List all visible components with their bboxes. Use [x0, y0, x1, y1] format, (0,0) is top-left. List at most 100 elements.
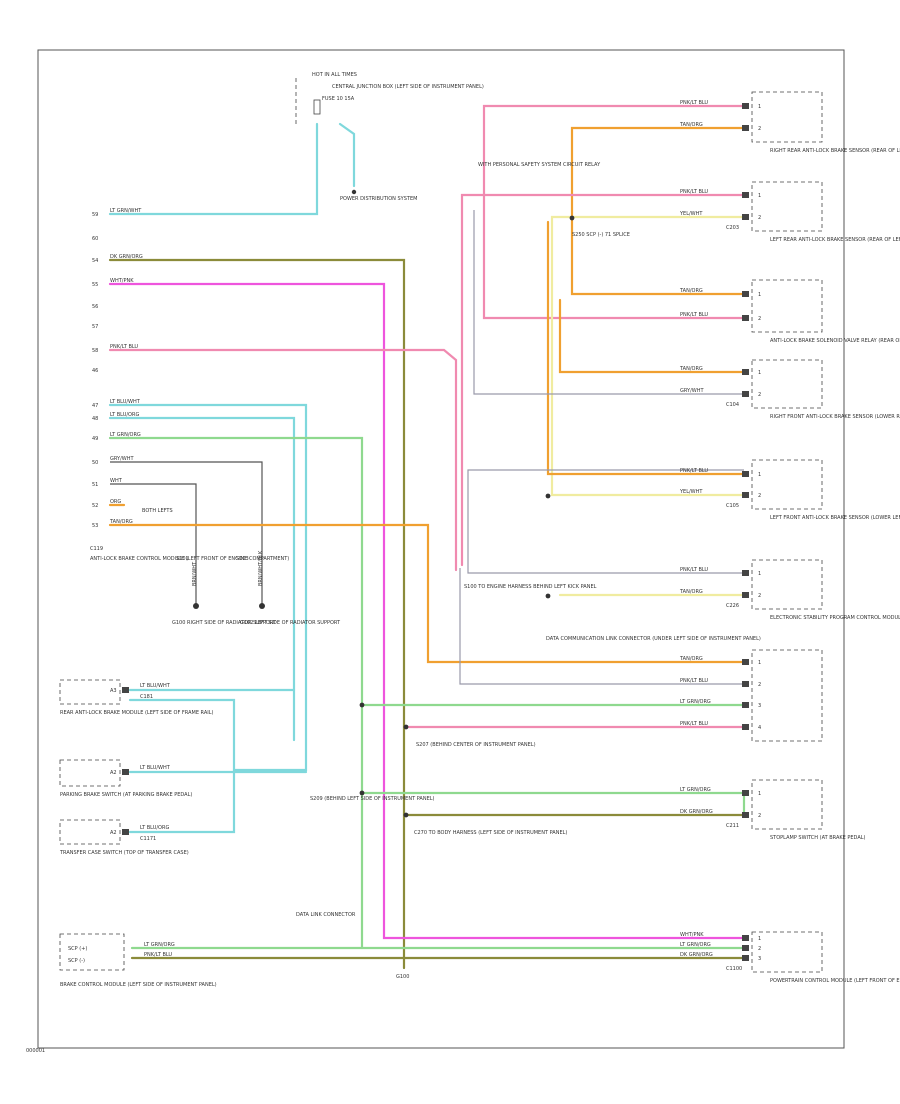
right-component-wire-label: LT GRN/ORG	[680, 942, 711, 948]
bottom-module-pin-2: SCP (-)	[68, 958, 85, 964]
splice-s101: S101	[176, 556, 189, 562]
bottom-left-title: PARKING BRAKE SWITCH (AT PARKING BRAKE P…	[60, 792, 192, 798]
right-component-outline	[751, 779, 823, 830]
left-pin-wire-label: GRY/WHT	[110, 456, 134, 462]
right-component-pin: 1	[758, 936, 761, 942]
right-component-pin: 2	[758, 126, 761, 132]
note-top: WITH PERSONAL SAFETY SYSTEM CIRCUIT RELA…	[478, 162, 601, 168]
bottom-left-wire-label: LT BLU/WHT	[140, 765, 171, 771]
right-component-outline	[751, 181, 823, 232]
right-component-pin: 4	[758, 725, 761, 731]
fuse-location: CENTRAL JUNCTION BOX (LEFT SIDE OF INSTR…	[332, 84, 484, 90]
bottom-left-wire-label: LT BLU/WHT	[140, 683, 171, 689]
right-component-conn: C1100	[726, 966, 742, 972]
note-c: S100 TO ENGINE HARNESS BEHIND LEFT KICK …	[464, 584, 597, 590]
right-component-conn: C226	[726, 603, 739, 609]
left-pin-wire-label: LT BLU/ORG	[110, 412, 139, 418]
gnd-label-left: BRN/WHT	[192, 561, 198, 586]
left-pin-number: 48	[92, 416, 98, 422]
right-component-pin: 1	[758, 791, 761, 797]
right-component-wire-label: WHT/PNK	[680, 932, 704, 938]
gnd-label-right: BRN/WHT/BLK	[258, 550, 264, 586]
right-component-connector	[742, 391, 749, 397]
left-pin-number: 57	[92, 324, 98, 330]
right-component-connector	[742, 592, 749, 598]
right-component-wire-label: YEL/WHT	[679, 211, 703, 217]
left-pin-number: 47	[92, 403, 98, 409]
left-pin-wire-label: PNK/LT BLU	[110, 344, 138, 350]
right-component-wire-label: PNK/LT BLU	[680, 189, 708, 195]
ground-icon-g100	[193, 603, 199, 609]
right-component-wire-label: GRY/WHT	[680, 388, 704, 394]
left-pin-number: 49	[92, 436, 98, 442]
right-component-connector	[742, 315, 749, 321]
wire-dkgrn-org-main	[108, 258, 406, 970]
right-component-conn: C104	[726, 402, 739, 408]
right-component-connector	[742, 125, 749, 131]
branch-note-both: BOTH LEFTS	[142, 508, 173, 514]
wire-pnk-ltblu-main	[108, 348, 458, 572]
left-pin-wire-label: WHT/PNK	[110, 278, 134, 284]
left-pin-wire-label: TAN/ORG	[109, 519, 133, 525]
right-component-pin: 1	[758, 660, 761, 666]
right-component-conn: C203	[726, 225, 739, 231]
right-component-pin: 3	[758, 956, 761, 962]
fuse-name: FUSE 10 15A	[322, 96, 355, 102]
splice-dot-lf	[545, 593, 551, 599]
right-component-connector	[742, 214, 749, 220]
right-component-pin: 2	[758, 813, 761, 819]
right-component-outline	[751, 91, 823, 143]
right-component-title: ELECTRONIC STABILITY PROGRAM CONTROL MOD…	[770, 615, 900, 621]
wire-ltblu-org-48	[108, 416, 296, 742]
right-component-pin: 1	[758, 104, 761, 110]
splice-dot-yellow	[569, 215, 575, 221]
wire-yellow-lr	[550, 215, 746, 497]
wire-gry-wht-50	[110, 461, 263, 604]
right-component-connector	[742, 291, 749, 297]
left-pin-wire-label: ORG	[110, 499, 121, 505]
right-component-outline	[751, 359, 823, 409]
right-component-title: LEFT REAR ANTI-LOCK BRAKE SENSOR (REAR O…	[770, 237, 900, 243]
left-module-title: ANTI-LOCK BRAKE CONTROL MODULE (LEFT FRO…	[90, 556, 289, 562]
wire-gray-rf	[473, 210, 744, 395]
bottom-left-outline	[59, 759, 121, 787]
right-component-wire-label: TAN/ORG	[679, 288, 703, 294]
bottom-left-pin: A2	[110, 770, 117, 776]
bottom-left-title: REAR ANTI-LOCK BRAKE MODULE (LEFT SIDE O…	[60, 710, 214, 716]
right-component-connector	[742, 369, 749, 375]
note-g: G100	[396, 974, 409, 980]
right-component-conn: C105	[726, 503, 739, 509]
left-pin-number: 50	[92, 460, 98, 466]
right-component-wire-label: PNK/LT BLU	[680, 721, 708, 727]
bottom-left-pin: A2	[110, 830, 117, 836]
left-pin-number: 59	[92, 212, 98, 218]
right-component-connector	[742, 790, 749, 796]
ground-label: POWER DISTRIBUTION SYSTEM	[340, 196, 417, 202]
right-component-connector	[742, 702, 749, 708]
gnd-desc-right: G102 LEFT SIDE OF RADIATOR SUPPORT	[240, 620, 341, 626]
right-component-connector	[742, 812, 749, 818]
right-component-wire-label: YEL/WHT	[679, 489, 703, 495]
splice-dot-orange	[545, 493, 551, 499]
right-component-pin: 2	[758, 392, 761, 398]
bottom-module-outline	[59, 933, 125, 971]
left-pin-wire-label: LT GRN/WHT	[110, 208, 142, 214]
right-component-title: RIGHT FRONT ANTI-LOCK BRAKE SENSOR (LOWE…	[770, 414, 900, 420]
splice-dot-s250	[359, 702, 365, 708]
left-pin-wire-label: WHT	[110, 478, 123, 484]
right-component-connector	[742, 471, 749, 477]
right-component-conn: C211	[726, 823, 739, 829]
right-component-pin: 1	[758, 193, 761, 199]
fuse-icon	[313, 99, 321, 115]
right-component-title: STOPLAMP SWITCH (AT BRAKE PEDAL)	[770, 835, 866, 841]
right-component-wire-label: PNK/LT BLU	[680, 100, 708, 106]
right-component-outline	[751, 459, 823, 510]
right-component-connector	[742, 724, 749, 730]
bottom-module-pin-1: SCP (+)	[68, 946, 87, 952]
wire-ltblu-wht-47	[108, 403, 308, 772]
right-component-connector	[742, 935, 749, 941]
